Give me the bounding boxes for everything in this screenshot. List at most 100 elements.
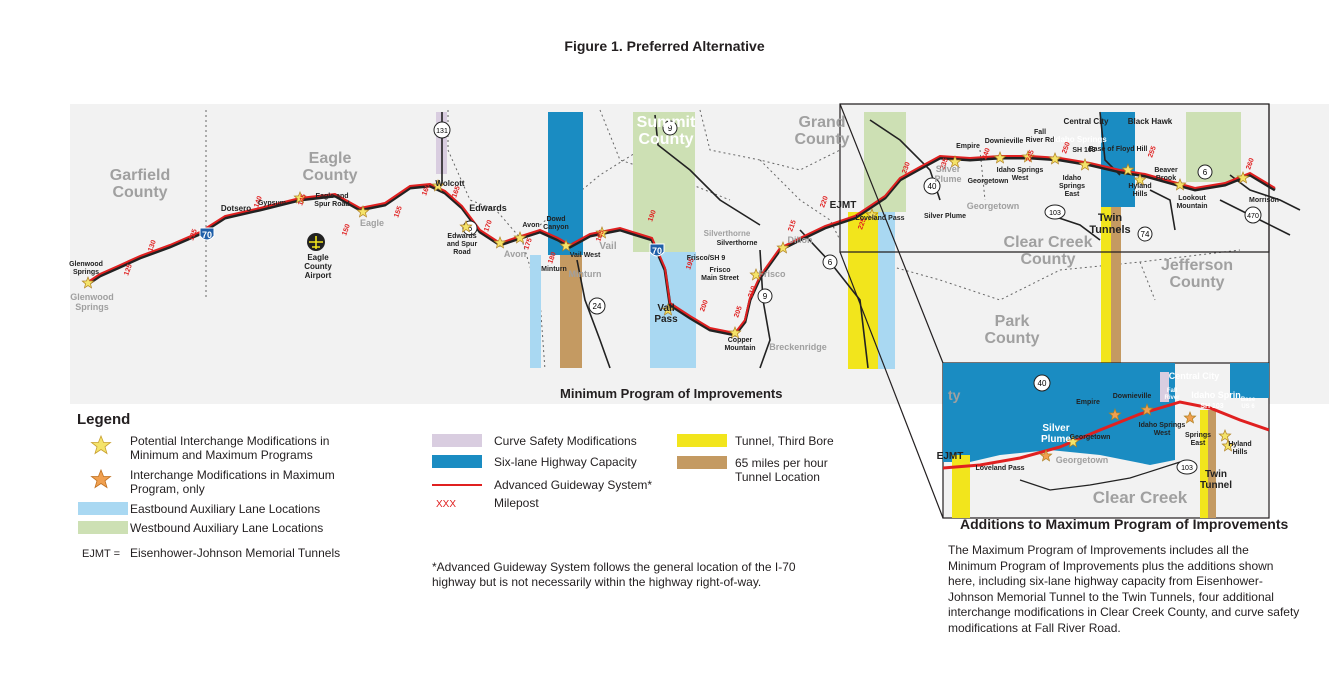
place-label: Black Hawk xyxy=(1128,117,1173,126)
place-label: Eagle xyxy=(360,218,384,228)
place-label: Empire xyxy=(1076,399,1100,406)
shield-label: 24 xyxy=(593,302,602,311)
shield-sh9-a: 9 xyxy=(662,120,678,136)
milepost-label: 135 xyxy=(188,228,199,241)
place-label: Idaho Springs xyxy=(1053,135,1107,144)
place-label: Vail xyxy=(599,241,616,252)
interchange-min-star-icon xyxy=(1048,152,1062,165)
place-label: Avon xyxy=(522,222,539,229)
place-label: Wolcott xyxy=(435,179,465,188)
milepost-label: 210 xyxy=(747,285,758,298)
shield-c470: 470 xyxy=(1244,206,1262,224)
place-label: Georgetown xyxy=(967,201,1020,211)
county-inset-fragment: ty xyxy=(948,387,961,403)
place-label: EJMT xyxy=(830,200,857,211)
legend-item-curve: Curve Safety Modifications xyxy=(494,434,637,448)
shield-label: 9 xyxy=(763,292,768,301)
place-label: Georgetown xyxy=(1070,434,1111,441)
shield-us6-b: 6 xyxy=(822,254,838,270)
shield-inset-sh103: 103 xyxy=(1176,459,1198,475)
place-label: Empire xyxy=(956,143,980,150)
interchange-min-star-icon xyxy=(749,268,763,281)
place-label: Downieville xyxy=(985,138,1024,145)
legend-title: Legend xyxy=(77,411,131,428)
milepost-label: 195 xyxy=(685,257,696,270)
inset-map xyxy=(942,362,1270,519)
tunnel-third-bore-band-twin xyxy=(1101,207,1111,369)
milepost-label: 215 xyxy=(787,219,798,232)
shield-sh131: 131 xyxy=(433,121,451,139)
legend-item-max-interchange: Interchange Modifications in Maximum Pro… xyxy=(130,468,335,496)
eastbound-aux-band-vailpass xyxy=(650,252,696,368)
interchange-min-star-icon xyxy=(1221,439,1235,452)
place-label: SH 103 xyxy=(1200,403,1223,410)
ags-footnote: *Advanced Guideway System follows the ge… xyxy=(432,560,796,589)
shield-sh74: 74 xyxy=(1137,226,1153,242)
shield-label: 40 xyxy=(928,182,937,191)
place-label: Dotsero xyxy=(221,204,251,213)
six-lane-band-vail xyxy=(548,112,583,255)
shield-label: 40 xyxy=(1038,379,1047,388)
place-label: Silverthorne xyxy=(717,240,758,247)
interchange-min-star-icon xyxy=(1236,171,1250,184)
place-label: Minturn xyxy=(569,269,602,279)
interchange-min-star-icon xyxy=(948,155,962,168)
interchange-min-star-icon xyxy=(1133,173,1147,186)
interchange-min-star-icon xyxy=(1173,178,1187,191)
place-label: Vail West xyxy=(570,252,601,259)
milepost-label: 125 xyxy=(123,263,134,276)
place-label: EJMT xyxy=(937,451,964,462)
place-label: Central City xyxy=(1064,117,1109,126)
tunnel-65mph-band-dowd xyxy=(560,255,582,368)
milepost-label: 205 xyxy=(733,305,744,318)
legend-item-tunnel-65: 65 miles per hour Tunnel Location xyxy=(735,456,828,484)
place-label: Minturn xyxy=(541,266,567,273)
milepost-label: 130 xyxy=(147,239,158,252)
interchange-min-star-icon xyxy=(776,241,790,254)
shield-label: 9 xyxy=(668,124,673,133)
county-inset-clear-creek: Clear Creek xyxy=(1093,488,1188,507)
shield-us40: 40 xyxy=(923,177,941,195)
place-label: Frisco xyxy=(758,269,786,279)
milepost-label: 240 xyxy=(981,147,992,160)
six-lane-band-twin xyxy=(1101,112,1135,207)
place-label: Avon xyxy=(504,249,526,259)
place-label: Dillon xyxy=(788,235,813,245)
legend-item-westbound: Westbound Auxiliary Lane Locations xyxy=(130,521,324,535)
legend-item-ejmt: Eisenhower-Johnson Memorial Tunnels xyxy=(130,546,341,560)
shield-us6-c: 6 xyxy=(1197,164,1213,180)
interchange-min-star-icon xyxy=(661,303,675,316)
milepost-label: 225 xyxy=(857,217,868,230)
shield-label: 6 xyxy=(828,258,833,267)
milepost-label: 250 xyxy=(1061,141,1072,154)
eastbound-aux-band-ejmt xyxy=(878,212,895,369)
map-subtitle: Minimum Program of Improvements xyxy=(560,386,783,401)
legend-item-min-interchange: Potential Interchange Modifications in M… xyxy=(130,434,330,462)
interchange-min-star-icon xyxy=(1121,163,1135,176)
interchange-max-star-icon xyxy=(1039,449,1053,462)
place-label: Loveland Pass xyxy=(855,215,904,222)
place-label: Base of Floyd Hill xyxy=(1089,146,1148,153)
milepost-label: 200 xyxy=(699,299,710,312)
shield-label: 6 xyxy=(1203,168,1208,177)
shield-label: 70 xyxy=(202,230,212,240)
legend-item-eastbound: Eastbound Auxiliary Lane Locations xyxy=(130,502,321,516)
milepost-label: 230 xyxy=(901,161,912,174)
legend-item-sixlane: Six-lane Highway Capacity xyxy=(494,455,637,469)
